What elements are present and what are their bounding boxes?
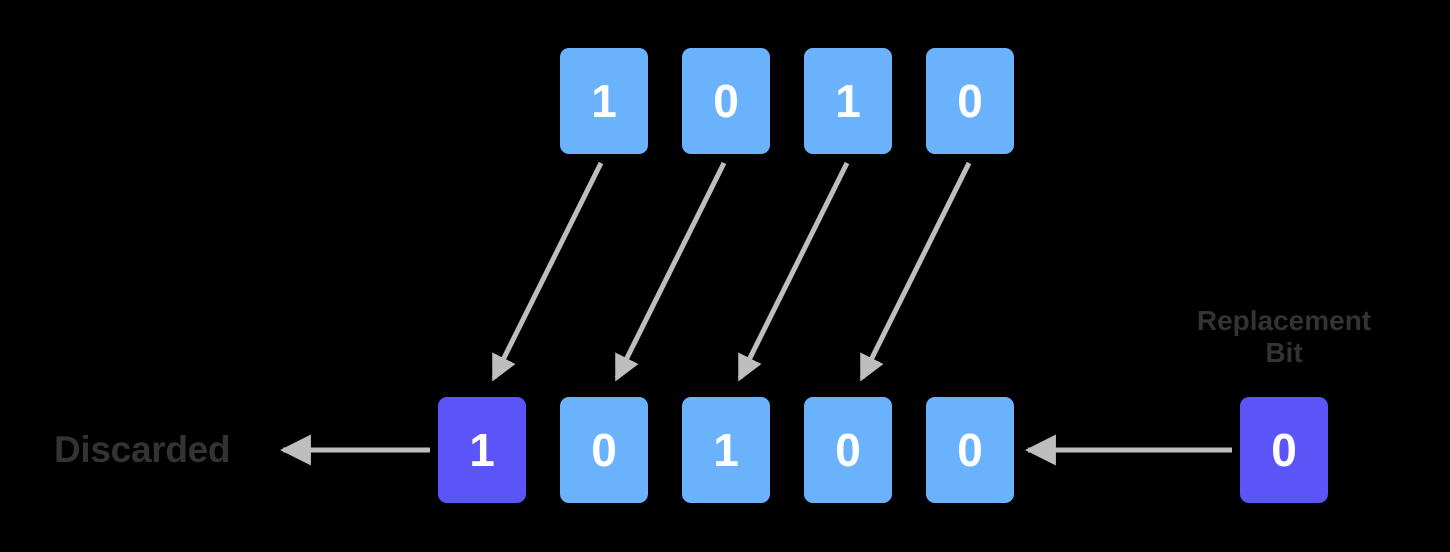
shift-arrow-1 (614, 161, 727, 382)
top-bit-cell-0[interactable]: 1 (560, 48, 648, 154)
bottom-bit-value-2: 1 (713, 424, 739, 476)
bottom-bit-value-1: 0 (591, 424, 617, 476)
bottom-bit-value-0: 1 (469, 424, 495, 476)
bottom-bit-value-4: 0 (957, 424, 983, 476)
bottom-bit-cell-4[interactable]: 0 (926, 397, 1014, 503)
shift-arrow-2 (737, 161, 850, 382)
bottom-bit-cell-1[interactable]: 0 (560, 397, 648, 503)
replacement-bit-cell[interactable]: 0 (1240, 397, 1328, 503)
top-bit-value-3: 0 (957, 75, 983, 127)
replacement-bit-label: Replacement Bit (1148, 305, 1420, 369)
bottom-bit-cell-0[interactable]: 1 (438, 397, 526, 503)
top-bit-cell-2[interactable]: 1 (804, 48, 892, 154)
top-bit-cell-3[interactable]: 0 (926, 48, 1014, 154)
replacement-bit-label-line1: Replacement (1196, 305, 1372, 336)
bottom-bit-cell-3[interactable]: 0 (804, 397, 892, 503)
bottom-bit-value-3: 0 (835, 424, 861, 476)
bottom-bit-cell-2[interactable]: 1 (682, 397, 770, 503)
discarded-label: Discarded (54, 429, 231, 470)
top-bit-value-2: 1 (835, 75, 861, 127)
top-bit-value-1: 0 (713, 75, 739, 127)
top-bit-value-0: 1 (591, 75, 617, 127)
top-bit-cell-1[interactable]: 0 (682, 48, 770, 154)
shift-arrow-0 (491, 161, 604, 382)
shift-arrow-3 (859, 161, 972, 382)
replacement-bit-value: 0 (1271, 424, 1297, 476)
replacement-bit-label-line2: Bit (1265, 337, 1303, 369)
